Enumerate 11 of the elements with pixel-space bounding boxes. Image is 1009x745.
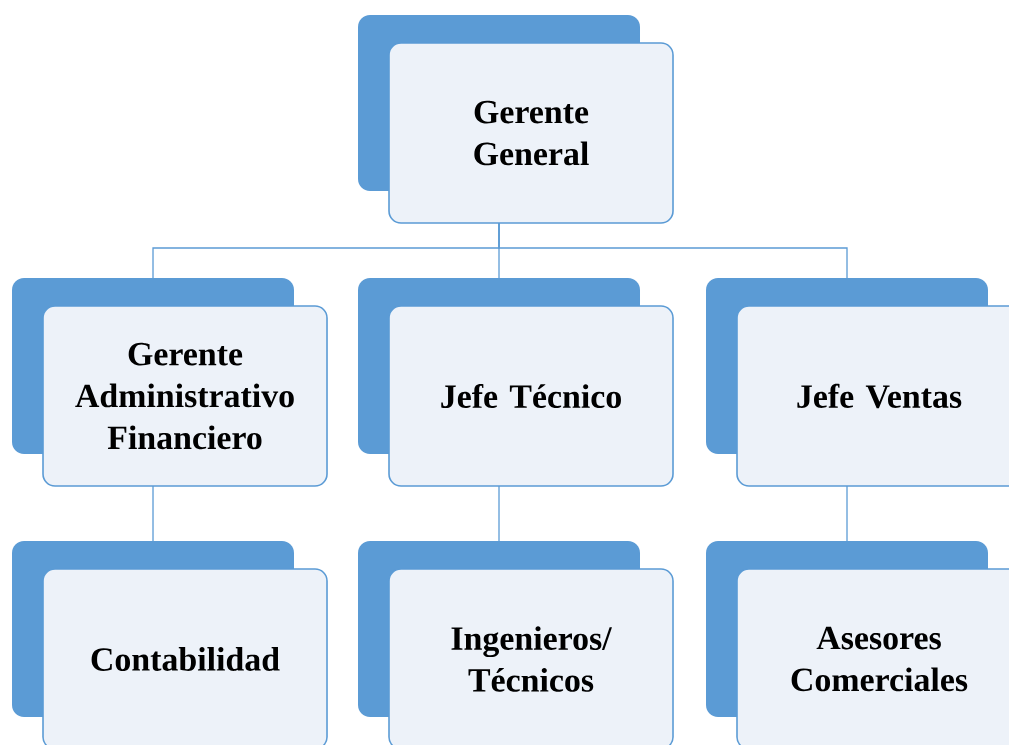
org-box: Ingenieros/ Técnicos	[358, 541, 674, 745]
org-box: Gerente Administrativo Financiero	[12, 278, 328, 487]
org-box: Gerente General	[358, 15, 674, 224]
org-box: Jefe Técnico	[358, 278, 674, 487]
connector-line	[498, 222, 848, 279]
connector-line	[498, 485, 500, 542]
org-box: Asesores Comerciales	[706, 541, 1009, 745]
org-box: Jefe Ventas	[706, 278, 1009, 487]
org-box: Contabilidad	[12, 541, 328, 745]
connector-line	[152, 485, 154, 542]
connector-line	[846, 485, 848, 542]
